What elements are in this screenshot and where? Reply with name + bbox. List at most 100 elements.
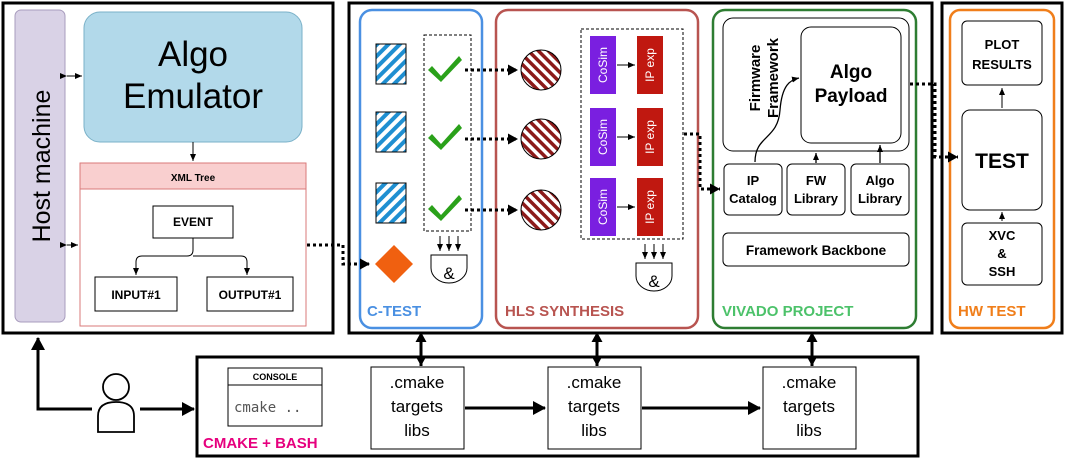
algo-payload-box — [800, 26, 902, 144]
fw-library-label-2: Library — [794, 191, 839, 206]
hls-row-1: CoSim IP exp — [590, 36, 663, 94]
xvc-ssh-label-3: SSH — [989, 264, 1016, 279]
and-gate-icon: & — [430, 236, 468, 284]
hw-panel: PLOT RESULTS TEST XVC & SSH HW TEST — [940, 1, 1064, 335]
and-symbol: & — [443, 264, 455, 283]
user-icon — [97, 373, 135, 433]
cosim-box — [590, 36, 616, 94]
event-to-input-edge — [133, 238, 194, 275]
algo-library-box — [850, 163, 910, 216]
hls-module-3 — [520, 189, 562, 231]
algo-emulator-label-2: Emulator — [123, 77, 263, 116]
plot-results-label: PLOT — [985, 37, 1020, 52]
output-label: OUTPUT#1 — [219, 288, 282, 302]
xvc-ssh-box — [961, 222, 1043, 286]
algo-payload-label-2: Payload — [815, 86, 888, 107]
cosim-label: CoSim — [596, 119, 610, 155]
hls-row-3: CoSim IP exp — [590, 178, 663, 236]
user-to-host-arrow — [31, 337, 92, 411]
ctest-testbench-3 — [375, 182, 407, 224]
cosim-label: CoSim — [596, 47, 610, 83]
firmware-framework-label: Firmware — [747, 45, 764, 112]
cmake-panel: CONSOLE cmake .. .cmake targets libs .cm… — [195, 355, 920, 458]
xml-tree-header — [79, 162, 307, 190]
fw-library-label: FW — [806, 173, 827, 188]
output-node — [206, 276, 294, 312]
hls-panel: CoSim IP exp CoSim IP exp CoSim IP exp & — [494, 8, 700, 330]
check-icon — [428, 124, 462, 150]
cosim-box — [590, 178, 616, 236]
hls-module-1 — [520, 49, 562, 91]
plot-results-box — [961, 20, 1043, 86]
xvc-ssh-label: XVC — [989, 228, 1016, 243]
xml-tree-title: XML Tree — [171, 173, 216, 184]
console-titlebar — [227, 367, 323, 386]
host-machine-label: Host machine — [28, 90, 56, 243]
algo-payload-label: Algo — [830, 62, 872, 83]
cosim-box — [590, 108, 616, 166]
and-symbol: & — [648, 272, 660, 291]
ip-exp-box — [637, 108, 663, 166]
cmake-target-label-2: targets — [568, 397, 620, 416]
ip-catalog-label-2: Catalog — [729, 191, 777, 206]
flow-connectors — [307, 64, 958, 270]
ctest-label: C-TEST — [367, 303, 421, 320]
hls-row-2: CoSim IP exp — [590, 108, 663, 166]
cmake-target-label-3: libs — [404, 421, 430, 440]
hls-to-vivado-flow — [684, 132, 720, 195]
hls-label: HLS SYNTHESIS — [505, 303, 624, 320]
test-box — [961, 109, 1043, 211]
ip-exp-box — [637, 36, 663, 94]
cmake-target-label-2: targets — [391, 397, 443, 416]
host-panel: Host machine Algo Emulator XML Tree EVEN… — [1, 1, 335, 335]
cmake-target-3 — [762, 366, 857, 450]
ip-exp-label: IP exp — [643, 120, 657, 154]
event-to-output-edge — [193, 255, 250, 275]
input-label: INPUT#1 — [111, 288, 161, 302]
event-node — [152, 205, 234, 239]
cmake-target-2 — [547, 366, 642, 450]
hls-ip-group — [580, 28, 684, 240]
ip-exp-box — [637, 178, 663, 236]
diamond-icon — [375, 245, 413, 283]
vivado-to-hw-flow — [910, 82, 958, 163]
cmake-target-label-3: libs — [796, 421, 822, 440]
ip-exp-label: IP exp — [643, 190, 657, 224]
ctest-testbench-2 — [375, 111, 407, 153]
cosim-label: CoSim — [596, 189, 610, 225]
hw-label: HW TEST — [958, 303, 1026, 320]
console-title: CONSOLE — [253, 372, 298, 382]
ip-catalog-label: IP — [747, 173, 760, 188]
host-machine-bar — [14, 9, 66, 323]
xml-to-ctest-flow — [307, 243, 370, 270]
test-label: TEST — [975, 150, 1029, 173]
vivado-panel: Firmware Framework Algo Payload IP Catal… — [711, 8, 918, 330]
algo-emulator-label: Algo — [158, 35, 228, 74]
fw-library-box — [786, 163, 846, 216]
cmake-bash-label: CMAKE + BASH — [203, 435, 318, 452]
vivado-label: VIVADO PROJECT — [722, 303, 853, 320]
and-gate-icon: & — [635, 244, 673, 292]
xvc-ssh-label-2: & — [997, 246, 1006, 261]
ipcat-to-payload-edge — [754, 76, 800, 163]
framework-backbone-box — [722, 232, 910, 267]
hls-module-2 — [520, 118, 562, 160]
cmake-target-1 — [370, 366, 465, 450]
algo-library-label-2: Library — [858, 191, 903, 206]
ctest-testbench-1 — [375, 43, 407, 85]
algo-library-label: Algo — [866, 173, 895, 188]
check-icon — [428, 195, 462, 221]
plot-results-label-2: RESULTS — [972, 57, 1032, 72]
ip-catalog-box — [723, 163, 783, 216]
cmake-target-label-3: libs — [581, 421, 607, 440]
ip-exp-label: IP exp — [643, 48, 657, 82]
cmake-target-label: .cmake — [567, 373, 622, 392]
cmake-target-label-2: targets — [783, 397, 835, 416]
firmware-framework-label-2: Framework — [765, 37, 782, 118]
console-command: cmake .. — [234, 400, 301, 416]
ctest-check-group — [423, 34, 472, 232]
check-icon — [428, 56, 462, 82]
xml-tree-panel: XML Tree EVENT INPUT#1 OUTPUT#1 — [79, 162, 307, 327]
input-node — [94, 276, 178, 312]
